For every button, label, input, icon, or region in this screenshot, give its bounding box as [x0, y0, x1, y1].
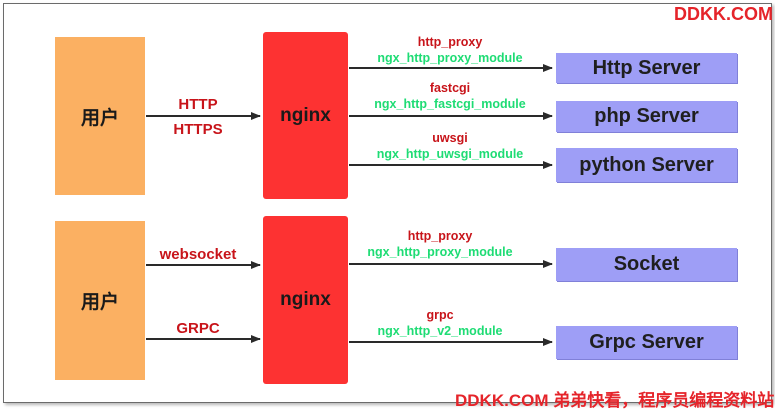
- route-module: ngx_http_fastcgi_module: [374, 97, 526, 111]
- server-box-http: Http Server: [556, 53, 737, 83]
- route-directive: fastcgi: [429, 81, 471, 95]
- server-box-python: python Server: [556, 148, 737, 182]
- client-protocol-http: HTTP: [178, 96, 218, 113]
- nginx-box-top: nginx: [263, 32, 348, 199]
- route-module: ngx_http_uwsgi_module: [376, 147, 524, 161]
- route-directive: http_proxy: [417, 35, 483, 49]
- server-box-socket: Socket: [556, 248, 737, 281]
- footer-watermark: DDKK.COM 弟弟快看，程序员编程资料站: [455, 391, 775, 410]
- client-protocol-https: HTTPS: [173, 121, 223, 138]
- client-protocol-websocket: websocket: [159, 246, 237, 263]
- route-directive: uwsgi: [432, 131, 468, 145]
- server-box-grpc: Grpc Server: [556, 326, 737, 359]
- server-box-php: php Server: [556, 101, 737, 132]
- route-directive: http_proxy: [407, 229, 473, 243]
- user-box-top: 用户: [55, 37, 145, 195]
- user-box-bottom: 用户: [55, 221, 145, 380]
- route-module: ngx_http_proxy_module: [367, 245, 513, 259]
- client-protocol-grpc: GRPC: [176, 320, 220, 337]
- route-module: ngx_http_proxy_module: [377, 51, 523, 65]
- route-directive: grpc: [426, 308, 454, 322]
- nginx-box-bottom: nginx: [263, 216, 348, 384]
- route-module: ngx_http_v2_module: [377, 324, 503, 338]
- brand-watermark: DDKK.COM: [674, 4, 773, 24]
